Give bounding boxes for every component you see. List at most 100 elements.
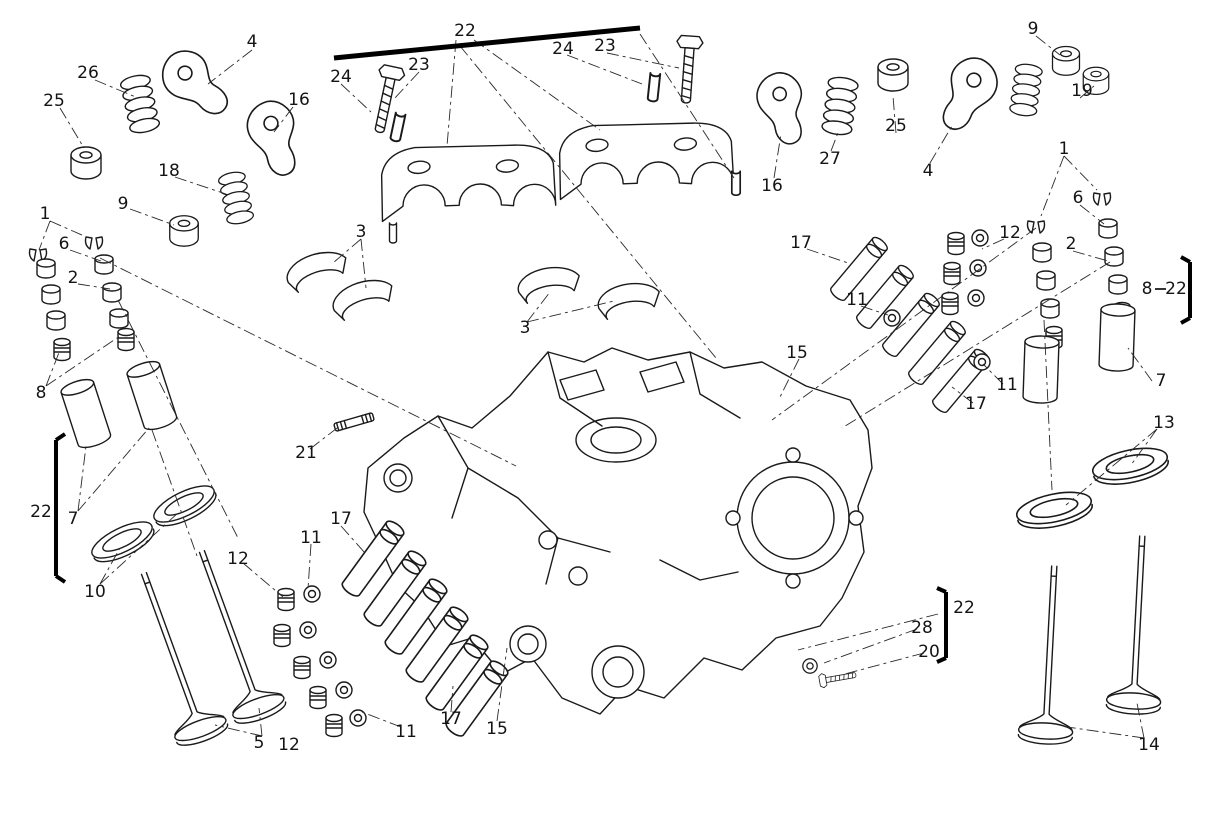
leader-lines bbox=[38, 33, 1158, 739]
valve-seal-icon bbox=[309, 685, 327, 710]
dowel-pin-icon bbox=[389, 111, 407, 144]
part-number-callout: 22 bbox=[953, 598, 975, 618]
valves-left bbox=[117, 541, 289, 751]
seal-washer-cluster-lower bbox=[273, 585, 367, 738]
washer-icon bbox=[335, 681, 353, 699]
valve-seal-icon bbox=[53, 337, 71, 362]
part-number-callout: 10 bbox=[84, 582, 106, 602]
bushing-icon bbox=[877, 58, 909, 92]
valve-seat-icon bbox=[1013, 485, 1096, 535]
spring-icon bbox=[216, 169, 256, 227]
dowel-pin-icon bbox=[646, 71, 662, 103]
valve-seal-icon bbox=[325, 713, 343, 738]
valve-seal-icon bbox=[273, 623, 291, 648]
washer-icon bbox=[967, 289, 985, 307]
part-number-callout: 1 bbox=[1058, 139, 1070, 159]
spring-seat-icon bbox=[109, 308, 129, 329]
washer-icon bbox=[883, 309, 901, 327]
part-number-callout: 17 bbox=[440, 709, 462, 729]
retainer-icon bbox=[1032, 242, 1052, 263]
bushing-icon bbox=[169, 215, 199, 247]
valve-seat-icon bbox=[1089, 441, 1172, 491]
part-number-callout: 23 bbox=[594, 36, 616, 56]
camshaft-bearing-caps bbox=[374, 110, 737, 225]
rocker-arms-right bbox=[743, 54, 1004, 148]
part-number-callout: 4 bbox=[922, 161, 934, 181]
tappet-buckets-right bbox=[1022, 302, 1136, 405]
rocker-arms-left bbox=[157, 43, 313, 179]
spring-seat-icon bbox=[1040, 298, 1060, 319]
part-number-callout: 11 bbox=[300, 528, 322, 548]
part-number-callout: 5 bbox=[253, 733, 265, 753]
washer-icon bbox=[971, 229, 989, 247]
half-shell-icon bbox=[595, 279, 663, 322]
valves-right bbox=[1017, 534, 1170, 747]
collet-icon bbox=[84, 236, 104, 250]
part-number-callout: 1 bbox=[39, 204, 51, 224]
dowel-pin-icon bbox=[730, 170, 742, 197]
collet-icon bbox=[1092, 192, 1112, 206]
part-number-callout: 14 bbox=[1138, 735, 1160, 755]
part-number-callout: 18 bbox=[158, 161, 180, 181]
spring-seat-icon bbox=[1108, 274, 1128, 295]
retainer-icon bbox=[102, 282, 122, 303]
part-number-callout: 16 bbox=[288, 90, 310, 110]
bearing-cap-icon bbox=[552, 110, 737, 203]
rocker-arm-icon bbox=[743, 65, 820, 148]
group-brackets bbox=[54, 25, 1192, 664]
half-shell-icon bbox=[515, 263, 583, 306]
tappet-bucket-icon bbox=[124, 357, 180, 434]
part-number-callout: 25 bbox=[43, 91, 65, 111]
part-number-callout: 25 bbox=[885, 116, 907, 136]
part-number-callout: 15 bbox=[486, 719, 508, 739]
valve-seat-icon bbox=[86, 514, 160, 570]
part-number-callout: 7 bbox=[1155, 371, 1167, 391]
valve-seats-right bbox=[1013, 441, 1172, 535]
part-number-callout: 11 bbox=[846, 290, 868, 310]
part-number-callout: 22 bbox=[30, 502, 52, 522]
part-number-callout: 11 bbox=[996, 375, 1018, 395]
part-number-callout: 6 bbox=[1072, 188, 1084, 208]
fastener-bottom-right bbox=[802, 658, 858, 689]
tappet-buckets-left bbox=[58, 357, 180, 452]
spring-seat-icon bbox=[46, 310, 66, 331]
bolt-icon bbox=[672, 34, 705, 105]
retainer-icon bbox=[1036, 270, 1056, 291]
valve-seat-icon bbox=[148, 478, 222, 534]
retainer-icon bbox=[94, 254, 114, 275]
valve-icon bbox=[1105, 534, 1170, 717]
washer-icon bbox=[969, 259, 987, 277]
valve-seal-icon bbox=[941, 291, 959, 316]
part-number-callout: 4 bbox=[246, 32, 258, 52]
part-number-callout: 24 bbox=[552, 39, 574, 59]
rocker-arm-icon bbox=[934, 54, 1004, 132]
bearing-cap-icon bbox=[374, 132, 559, 225]
half-shell-icon bbox=[281, 245, 352, 295]
washer-icon bbox=[973, 353, 991, 371]
retainer-icon bbox=[41, 284, 61, 305]
part-number-callout: 2 bbox=[1065, 234, 1077, 254]
part-number-callout: 8 bbox=[1141, 279, 1153, 299]
part-number-callout: 19 bbox=[1071, 81, 1093, 101]
part-number-callout: 17 bbox=[330, 509, 352, 529]
rocker-arm-icon bbox=[157, 43, 231, 124]
part-number-callout: 17 bbox=[965, 394, 987, 414]
washer-icon bbox=[303, 585, 321, 603]
washer-icon bbox=[802, 658, 818, 674]
part-number-callout: 3 bbox=[355, 222, 367, 242]
bushing-icon bbox=[1051, 45, 1081, 76]
valve-icon bbox=[1017, 564, 1082, 747]
part-number-callout: 12 bbox=[227, 549, 249, 569]
bolt-icon bbox=[817, 667, 858, 689]
washer-icon bbox=[319, 651, 337, 669]
part-number-callout: 22 bbox=[1165, 279, 1187, 299]
valve-seal-icon bbox=[293, 655, 311, 680]
part-number-callout: 13 bbox=[1153, 413, 1175, 433]
half-shell-icon bbox=[327, 273, 398, 323]
part-number-callout: 27 bbox=[819, 149, 841, 169]
spring-icon bbox=[118, 72, 162, 136]
part-number-callout: 9 bbox=[1027, 19, 1039, 39]
dowel-pin-icon bbox=[388, 222, 398, 244]
bushing-icon bbox=[70, 146, 102, 180]
